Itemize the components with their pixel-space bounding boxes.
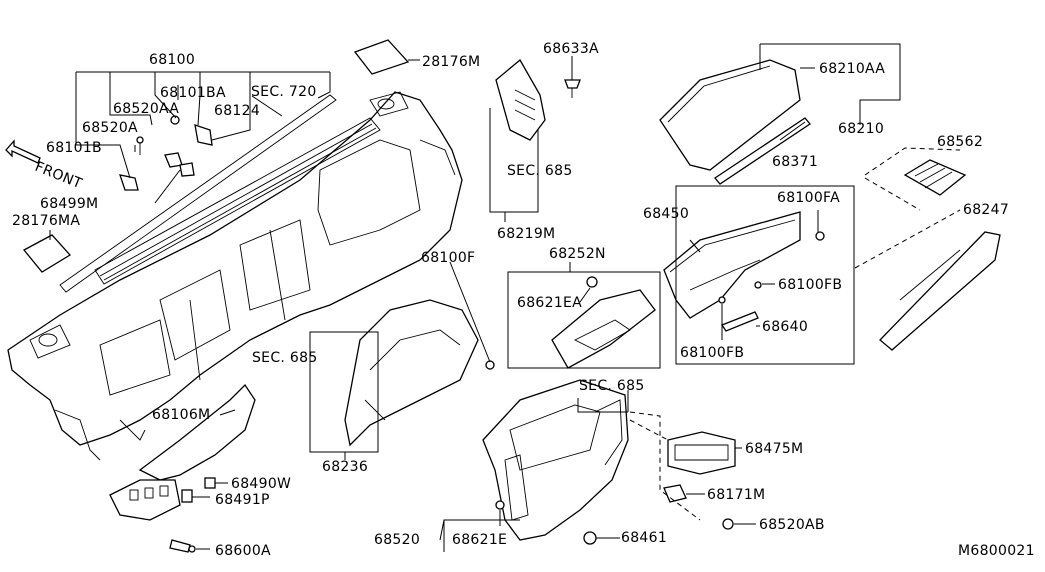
- label-68600A: 68600A: [215, 543, 271, 559]
- label-68461: 68461: [621, 530, 667, 546]
- label-68101B: 68101B: [46, 140, 102, 156]
- clip-68171M: [663, 484, 687, 503]
- trim-strip-68247: [879, 231, 1001, 351]
- label-28176M: 28176M: [422, 54, 480, 70]
- screw-68520AB: [722, 518, 734, 530]
- center-finisher-68520: [482, 379, 629, 545]
- label-68491P: 68491P: [215, 492, 270, 508]
- side-vent-68219M: [495, 59, 546, 141]
- speaker-grille-28176M: [353, 39, 410, 75]
- label-68100FB-b: 68100FB: [680, 345, 744, 361]
- label-68124: 68124: [214, 103, 260, 119]
- screw-68633A: [564, 79, 581, 98]
- glove-box-lid-68210: [659, 59, 801, 171]
- label-68252N: 68252N: [549, 246, 606, 262]
- label-68640: 68640: [762, 319, 808, 335]
- label-68236: 68236: [322, 459, 368, 475]
- label-sec720: SEC. 720: [251, 84, 317, 100]
- pocket-68475M: [667, 431, 736, 475]
- cup-holder-68252N: [551, 276, 656, 369]
- label-68499M: 68499M: [40, 196, 98, 212]
- label-68621E: 68621E: [452, 532, 507, 548]
- label-68520A: 68520A: [82, 120, 138, 136]
- label-68520AA: 68520AA: [113, 101, 179, 117]
- label-68106M: 68106M: [152, 407, 210, 423]
- front-label: FRONT: [33, 159, 85, 192]
- label-68210AA: 68210AA: [819, 61, 885, 77]
- label-68100FA: 68100FA: [777, 190, 840, 206]
- label-68562: 68562: [937, 134, 983, 150]
- strip-68371: [714, 117, 811, 185]
- label-sec685-top: SEC. 685: [507, 163, 573, 179]
- label-sec685-left: SEC. 685: [252, 350, 318, 366]
- label-sec685-center: SEC. 685: [579, 378, 645, 394]
- clip-68491P: [181, 489, 193, 503]
- label-68219M: 68219M: [497, 226, 555, 242]
- glove-box-68450: [663, 211, 825, 332]
- label-68371: 68371: [772, 154, 818, 170]
- screw-68600A: [169, 539, 196, 553]
- label-68100: 68100: [149, 52, 195, 68]
- label-28176MA: 28176MA: [12, 213, 80, 229]
- front-arrow-icon: [5, 139, 41, 164]
- label-68621EA: 68621EA: [517, 295, 582, 311]
- label-68450: 68450: [643, 206, 689, 222]
- label-68633A: 68633A: [543, 41, 599, 57]
- center-cluster-bezel-68236: [344, 299, 495, 447]
- label-68100F: 68100F: [421, 250, 475, 266]
- label-68475M: 68475M: [745, 441, 803, 457]
- lower-cover-68106M: [109, 383, 256, 521]
- label-68247: 68247: [963, 202, 1009, 218]
- diagram-code: M6800021: [958, 543, 1035, 559]
- label-68520: 68520: [374, 532, 420, 548]
- dashboard-main-panel: [7, 91, 463, 461]
- pad-68562: [903, 159, 967, 196]
- label-68210: 68210: [838, 121, 884, 137]
- speaker-grille-28176MA: [22, 234, 72, 273]
- dashboard-top-clips: [119, 115, 213, 191]
- clip-68490W: [204, 477, 216, 489]
- label-68171M: 68171M: [707, 487, 765, 503]
- leader-lines: [49, 43, 961, 552]
- label-68100FB-a: 68100FB: [778, 277, 842, 293]
- label-68520AB: 68520AB: [759, 517, 825, 533]
- label-68490W: 68490W: [231, 476, 291, 492]
- label-68101BA: 68101BA: [160, 85, 226, 101]
